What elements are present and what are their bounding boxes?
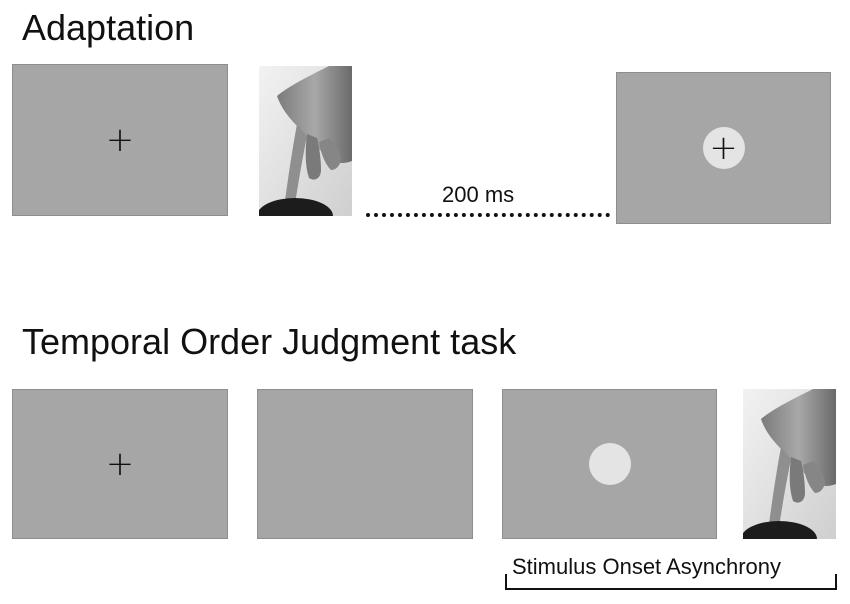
adaptation-title: Adaptation bbox=[22, 7, 195, 48]
delay-dotted-line bbox=[366, 213, 610, 217]
soa-label: Stimulus Onset Asynchrony bbox=[512, 554, 782, 579]
visual-stimulus-disk bbox=[588, 443, 631, 485]
toj-title: Temporal Order Judgment task bbox=[22, 321, 517, 362]
toj-disk-screen bbox=[502, 389, 717, 539]
soa-bracket bbox=[505, 574, 837, 590]
finger-tap-image bbox=[259, 66, 352, 216]
toj-blank-screen bbox=[257, 389, 473, 539]
toj-fixation-screen: + bbox=[12, 389, 228, 539]
fixation-cross: + bbox=[105, 120, 135, 160]
adaptation-target-screen: + bbox=[616, 72, 831, 224]
target-disk bbox=[702, 127, 745, 169]
toj-fixation-cross: + bbox=[105, 444, 135, 484]
toj-finger-tap-image bbox=[743, 389, 836, 539]
target-cross: + bbox=[709, 128, 738, 168]
delay-label: 200 ms bbox=[442, 182, 515, 207]
adaptation-fixation-screen: + bbox=[12, 64, 228, 216]
